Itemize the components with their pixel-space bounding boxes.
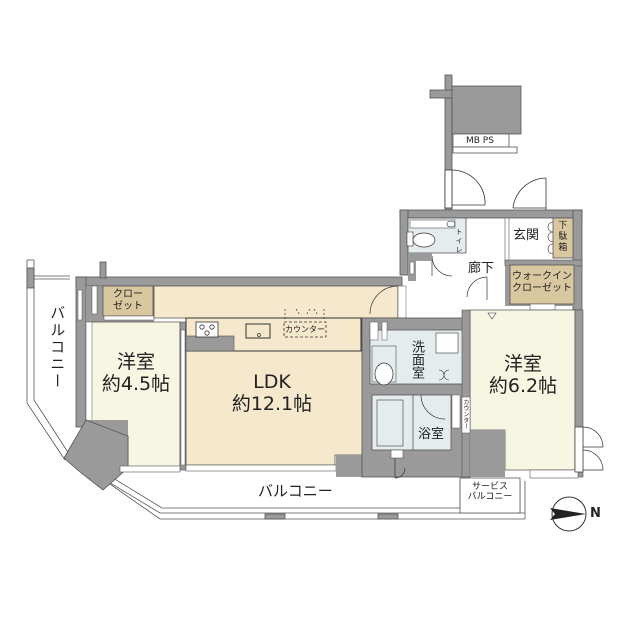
- hallway-label: 廊下: [468, 261, 495, 276]
- washroom-label: 洗面室: [408, 340, 424, 379]
- counter-dashed: [283, 321, 327, 338]
- service-balcony-label: サービス バルコニー: [467, 482, 513, 503]
- side-balcony-label: バルコニー: [48, 305, 67, 390]
- compass-north-label: N: [590, 506, 601, 521]
- north-arrow-icon: [550, 496, 587, 532]
- toilet-bowl-icon: [412, 232, 436, 248]
- closet-label: クロー ゼット: [113, 289, 143, 312]
- main-balcony-label: バルコニー: [258, 482, 333, 500]
- front-door: [444, 169, 547, 215]
- entrance-label: 玄関: [513, 228, 540, 243]
- washing-machine-icon: [435, 332, 459, 354]
- side-balcony: [26, 259, 74, 461]
- bathroom-label: 浴室: [418, 427, 445, 442]
- western-room-4-5-label: 洋室 約4.5帖: [101, 351, 171, 395]
- service-balcony: [459, 477, 521, 514]
- western-room-6-2-label: 洋室 約6.2帖: [488, 353, 558, 397]
- sink-icon: [245, 323, 271, 339]
- walk-in-closet-label: ウォークイン クローゼット: [512, 271, 572, 294]
- toilet-label: トイレ: [455, 228, 464, 255]
- stove-icon: [195, 321, 219, 338]
- mb-ps-shaft: [429, 74, 522, 216]
- room-counter-label: カウンター: [461, 399, 469, 429]
- bathtub-icon: [376, 399, 404, 447]
- ldk-label: LDK 約12.1帖: [231, 371, 313, 415]
- kitchen-counter-label: カウンター: [285, 325, 325, 334]
- shoe-box: [552, 217, 574, 259]
- wash-basin-icon: [374, 362, 394, 386]
- shoe-box-label: 下駄箱: [556, 220, 567, 253]
- mb-ps-label: MB PS: [466, 136, 494, 146]
- balcony-doors: [574, 426, 604, 473]
